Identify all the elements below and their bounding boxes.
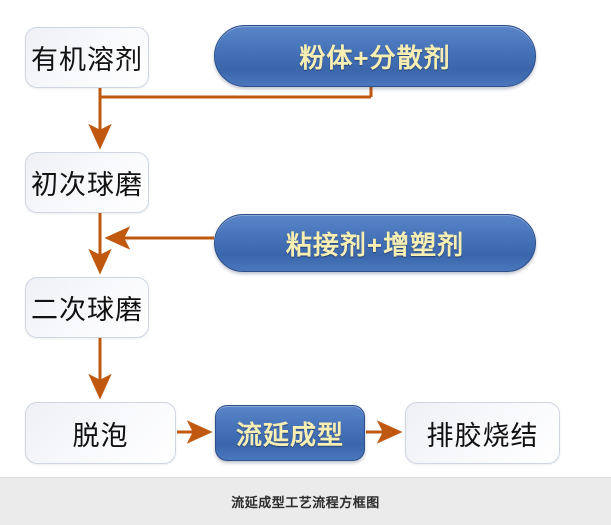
node-powder-dispersant[interactable]: 粉体+分散剂 (214, 25, 536, 87)
node-label: 有机溶剂 (31, 45, 143, 75)
caption-bar: 流延成型工艺流程方框图 (0, 477, 611, 525)
node-label: 粘接剂+增塑剂 (285, 229, 465, 260)
node-tape-casting[interactable]: 流延成型 (215, 405, 365, 461)
node-label: 脱泡 (72, 420, 129, 451)
node-debinding-sintering[interactable]: 排胶烧结 (405, 402, 560, 464)
node-binder-plasticizer[interactable]: 粘接剂+增塑剂 (214, 214, 536, 272)
node-label: 流延成型 (235, 419, 344, 450)
node-label: 初次球磨 (31, 170, 143, 200)
node-second-ball-milling[interactable]: 二次球磨 (25, 277, 149, 338)
node-defoaming[interactable]: 脱泡 (25, 402, 176, 464)
node-first-ball-milling[interactable]: 初次球磨 (25, 152, 149, 213)
caption-text: 流延成型工艺流程方框图 (231, 495, 380, 510)
node-label: 粉体+分散剂 (299, 42, 451, 73)
node-organic-solvent[interactable]: 有机溶剂 (25, 27, 149, 88)
node-label: 二次球磨 (31, 295, 143, 325)
node-label: 排胶烧结 (426, 420, 539, 451)
